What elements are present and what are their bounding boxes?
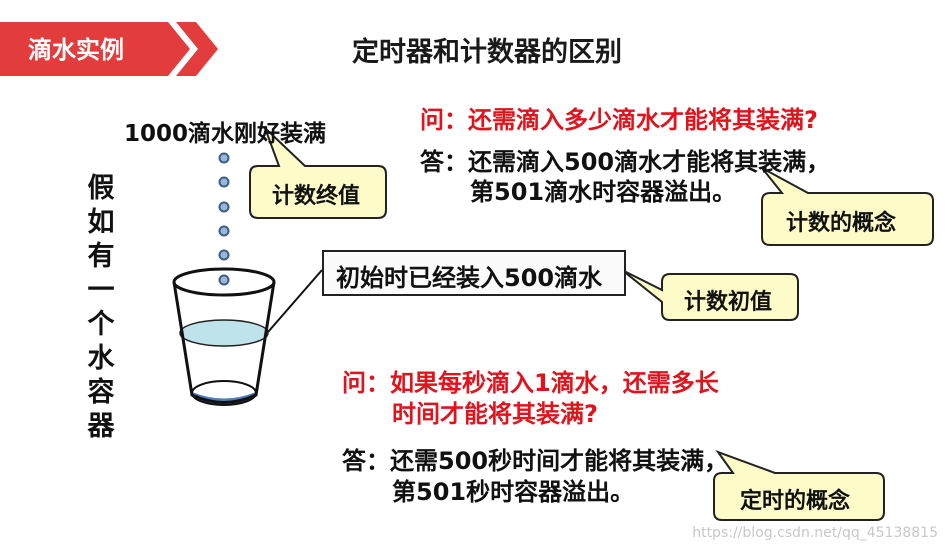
section-tag-label: 滴水实例 [28,36,124,64]
vertical-char: 一 [87,275,115,306]
vertical-char: 容 [87,377,115,408]
question-2-line-2: 时间才能将其装满? [392,400,598,428]
vertical-char: 个 [87,309,115,340]
water-drop [218,201,230,213]
initial-value-box: 初始时已经装入500滴水 [322,250,626,296]
answer-1-line-2: 第501滴水时容器溢出。 [470,178,737,206]
tag-chevron-shape [176,22,218,76]
full-capacity-label: 1000滴水刚好装满 [124,121,327,147]
cup-water-body [181,330,267,399]
water-drop [218,152,230,164]
callout-count-concept-shape [761,167,934,246]
answer-2-line-2: 第501秒时容器溢出。 [392,478,635,506]
section-tag: 滴水实例 [0,18,240,76]
vertical-char: 水 [87,343,115,374]
callout-timing-concept: 定时的概念 [740,489,851,514]
water-cup [172,267,276,406]
cup-bottom-outline [191,380,257,406]
pointer-line [267,269,323,333]
water-drop [218,274,230,286]
vertical-char: 器 [87,411,115,442]
water-drop [218,249,230,261]
callout-initial-value: 计数初值 [684,290,773,315]
initial-value-text: 初始时已经装入500滴水 [336,264,603,292]
cup-water-surface [179,319,269,347]
vertical-caption: 假 如 有 一 个 水 容 器 [86,172,116,444]
watermark: https://blog.csdn.net/qq_45138815 [692,525,938,541]
callout-count-concept: 计数的概念 [786,211,897,236]
callout-end-value-shape [249,127,387,219]
question-1: 问：还需滴入多少滴水才能将其装满? [420,106,818,134]
answer-1-line-1: 答：还需滴入500滴水才能将其装满， [420,148,831,176]
vertical-char: 如 [87,207,115,238]
cup-rim [172,267,276,297]
answer-2-line-1: 答：还需500秒时间才能将其装满， [342,447,729,475]
water-drop [218,225,230,237]
page-title: 定时器和计数器的区别 [352,37,622,68]
callout-timing-concept-shape [713,449,885,521]
water-drops [218,152,230,286]
callout-end-value: 计数终值 [272,184,361,209]
vertical-char: 假 [87,173,115,204]
tag-banner-shape [0,22,190,76]
water-drop [218,176,230,188]
vertical-char: 有 [87,241,115,272]
callout-initial-value-shape [621,269,799,321]
question-2-line-1: 问：如果每秒滴入1滴水，还需多长 [342,369,719,397]
